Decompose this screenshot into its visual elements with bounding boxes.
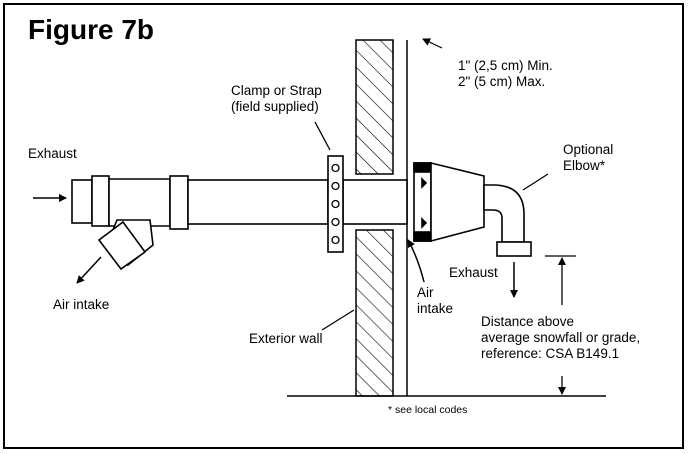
- optional-elbow: [483, 184, 532, 257]
- elbow-leader: [522, 173, 549, 191]
- exhaust-left-label: Exhaust: [28, 146, 77, 161]
- clamp-leader: [314, 121, 331, 151]
- vent-terminal: [413, 161, 485, 243]
- distance-note: Distance above average snowfall or grade…: [481, 314, 641, 361]
- exterior-wall-label: Exterior wall: [249, 331, 323, 346]
- clamp-label: Clamp or Strap (field supplied): [231, 83, 322, 114]
- figure-title: Figure 7b: [28, 14, 155, 45]
- air-intake-wye: [97, 219, 154, 271]
- air-intake-curved-arrow: [407, 239, 425, 283]
- clearance-leader: [422, 38, 443, 49]
- optional-elbow-label: Optional Elbow*: [563, 142, 614, 173]
- wall-leader: [321, 309, 355, 331]
- exhaust-right-label: Exhaust: [449, 265, 498, 280]
- local-codes-note: * see local codes: [388, 404, 468, 416]
- air-intake-right-label: Air intake: [417, 285, 454, 316]
- exhaust-inlet-fitting: [71, 175, 171, 227]
- figure-border: [3, 3, 684, 449]
- pipe-coupling: [169, 175, 189, 230]
- clearance-label: 1" (2,5 cm) Min. 2" (5 cm) Max.: [458, 58, 553, 89]
- main-vent-pipe: [187, 179, 408, 225]
- exterior-wall: [355, 39, 394, 397]
- air-intake-left-label: Air intake: [53, 297, 110, 312]
- snowfall-dimension: [545, 255, 576, 395]
- air-intake-arrow: [76, 256, 102, 284]
- clamp-strap: [327, 155, 344, 253]
